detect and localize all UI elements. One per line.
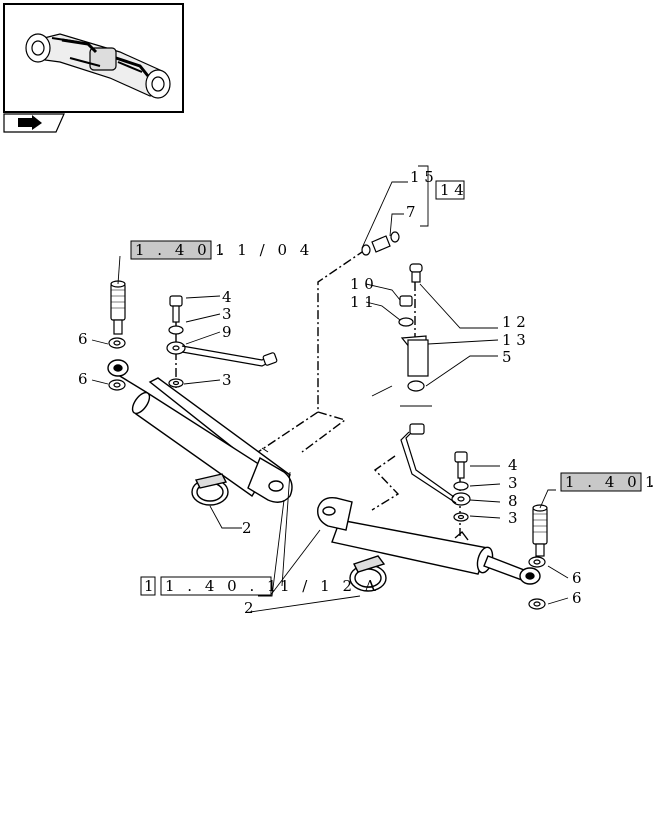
book-arrow-icon <box>18 115 42 130</box>
label-6-right-bottom: 6 <box>572 589 582 607</box>
label-14: 1 4 <box>440 181 464 199</box>
label-13: 1 3 <box>502 331 526 349</box>
label-3-left-bottom: 3 <box>222 371 232 389</box>
reference-box-bottom-1[interactable] <box>140 576 156 596</box>
left-hose-clamp[interactable] <box>191 473 229 506</box>
label-4-right: 4 <box>508 456 518 474</box>
reference-box-right-1-40[interactable] <box>560 472 642 492</box>
label-12: 1 2 <box>502 313 526 331</box>
right-steering-cylinder[interactable] <box>317 497 541 585</box>
thumbnail-frame[interactable] <box>3 3 184 113</box>
left-ball-joint-stud[interactable] <box>110 280 126 335</box>
label-ref-1-40-left: 1 . 4 0 . <box>135 241 228 259</box>
label-6-left-top: 6 <box>78 330 88 348</box>
reference-box-14[interactable] <box>435 180 465 200</box>
label-11-04: 1 1 / 0 4 <box>215 241 313 259</box>
label-ref-1-40-right: 1 . 4 0 . <box>565 473 658 491</box>
label-2-left: 2 <box>242 519 252 537</box>
label-6-left-bottom: 6 <box>78 370 88 388</box>
navigation-arrow-box[interactable] <box>3 113 65 133</box>
label-ref-1-40-1: 1 . 4 0 . 1 <box>165 577 281 595</box>
label-bottom-1: 1 <box>144 577 154 595</box>
label-3-right-bottom: 3 <box>508 509 518 527</box>
label-1-right: 1 <box>645 473 655 491</box>
callout-labels: 1 5 1 4 7 1 . 4 0 . 1 1 / 0 4 1 0 1 1 4 … <box>78 168 658 617</box>
label-1-12a: 1 / 1 2 A <box>280 577 380 595</box>
label-8: 8 <box>508 492 518 510</box>
label-4-left: 4 <box>222 288 232 306</box>
reference-box-bottom-1-40-1[interactable] <box>160 576 272 596</box>
label-10: 1 0 <box>350 275 374 293</box>
top-fitting-parts[interactable] <box>361 231 400 256</box>
label-7: 7 <box>406 203 416 221</box>
bleed-valve-assembly[interactable] <box>398 263 429 392</box>
label-11: 1 1 <box>350 293 374 311</box>
label-5: 5 <box>502 348 512 366</box>
axle-thumbnail-image <box>25 33 171 99</box>
leader-lines <box>91 165 569 613</box>
right-bolt-assembly[interactable] <box>400 423 471 522</box>
right-hose-clamp[interactable] <box>349 555 387 592</box>
label-3-right-top: 3 <box>508 474 518 492</box>
right-ball-joint-stud[interactable] <box>532 504 548 557</box>
reference-box-left-1-40[interactable] <box>130 240 212 260</box>
left-bolt-assembly[interactable] <box>166 295 278 388</box>
left-steering-cylinder[interactable] <box>107 359 293 503</box>
right-washers[interactable] <box>528 556 546 610</box>
label-3-left-top: 3 <box>222 305 232 323</box>
label-9: 9 <box>222 323 232 341</box>
label-6-right-top: 6 <box>572 569 582 587</box>
label-2-bottom: 2 <box>244 599 254 617</box>
left-washers[interactable] <box>108 337 126 391</box>
label-15: 1 5 <box>410 168 434 186</box>
